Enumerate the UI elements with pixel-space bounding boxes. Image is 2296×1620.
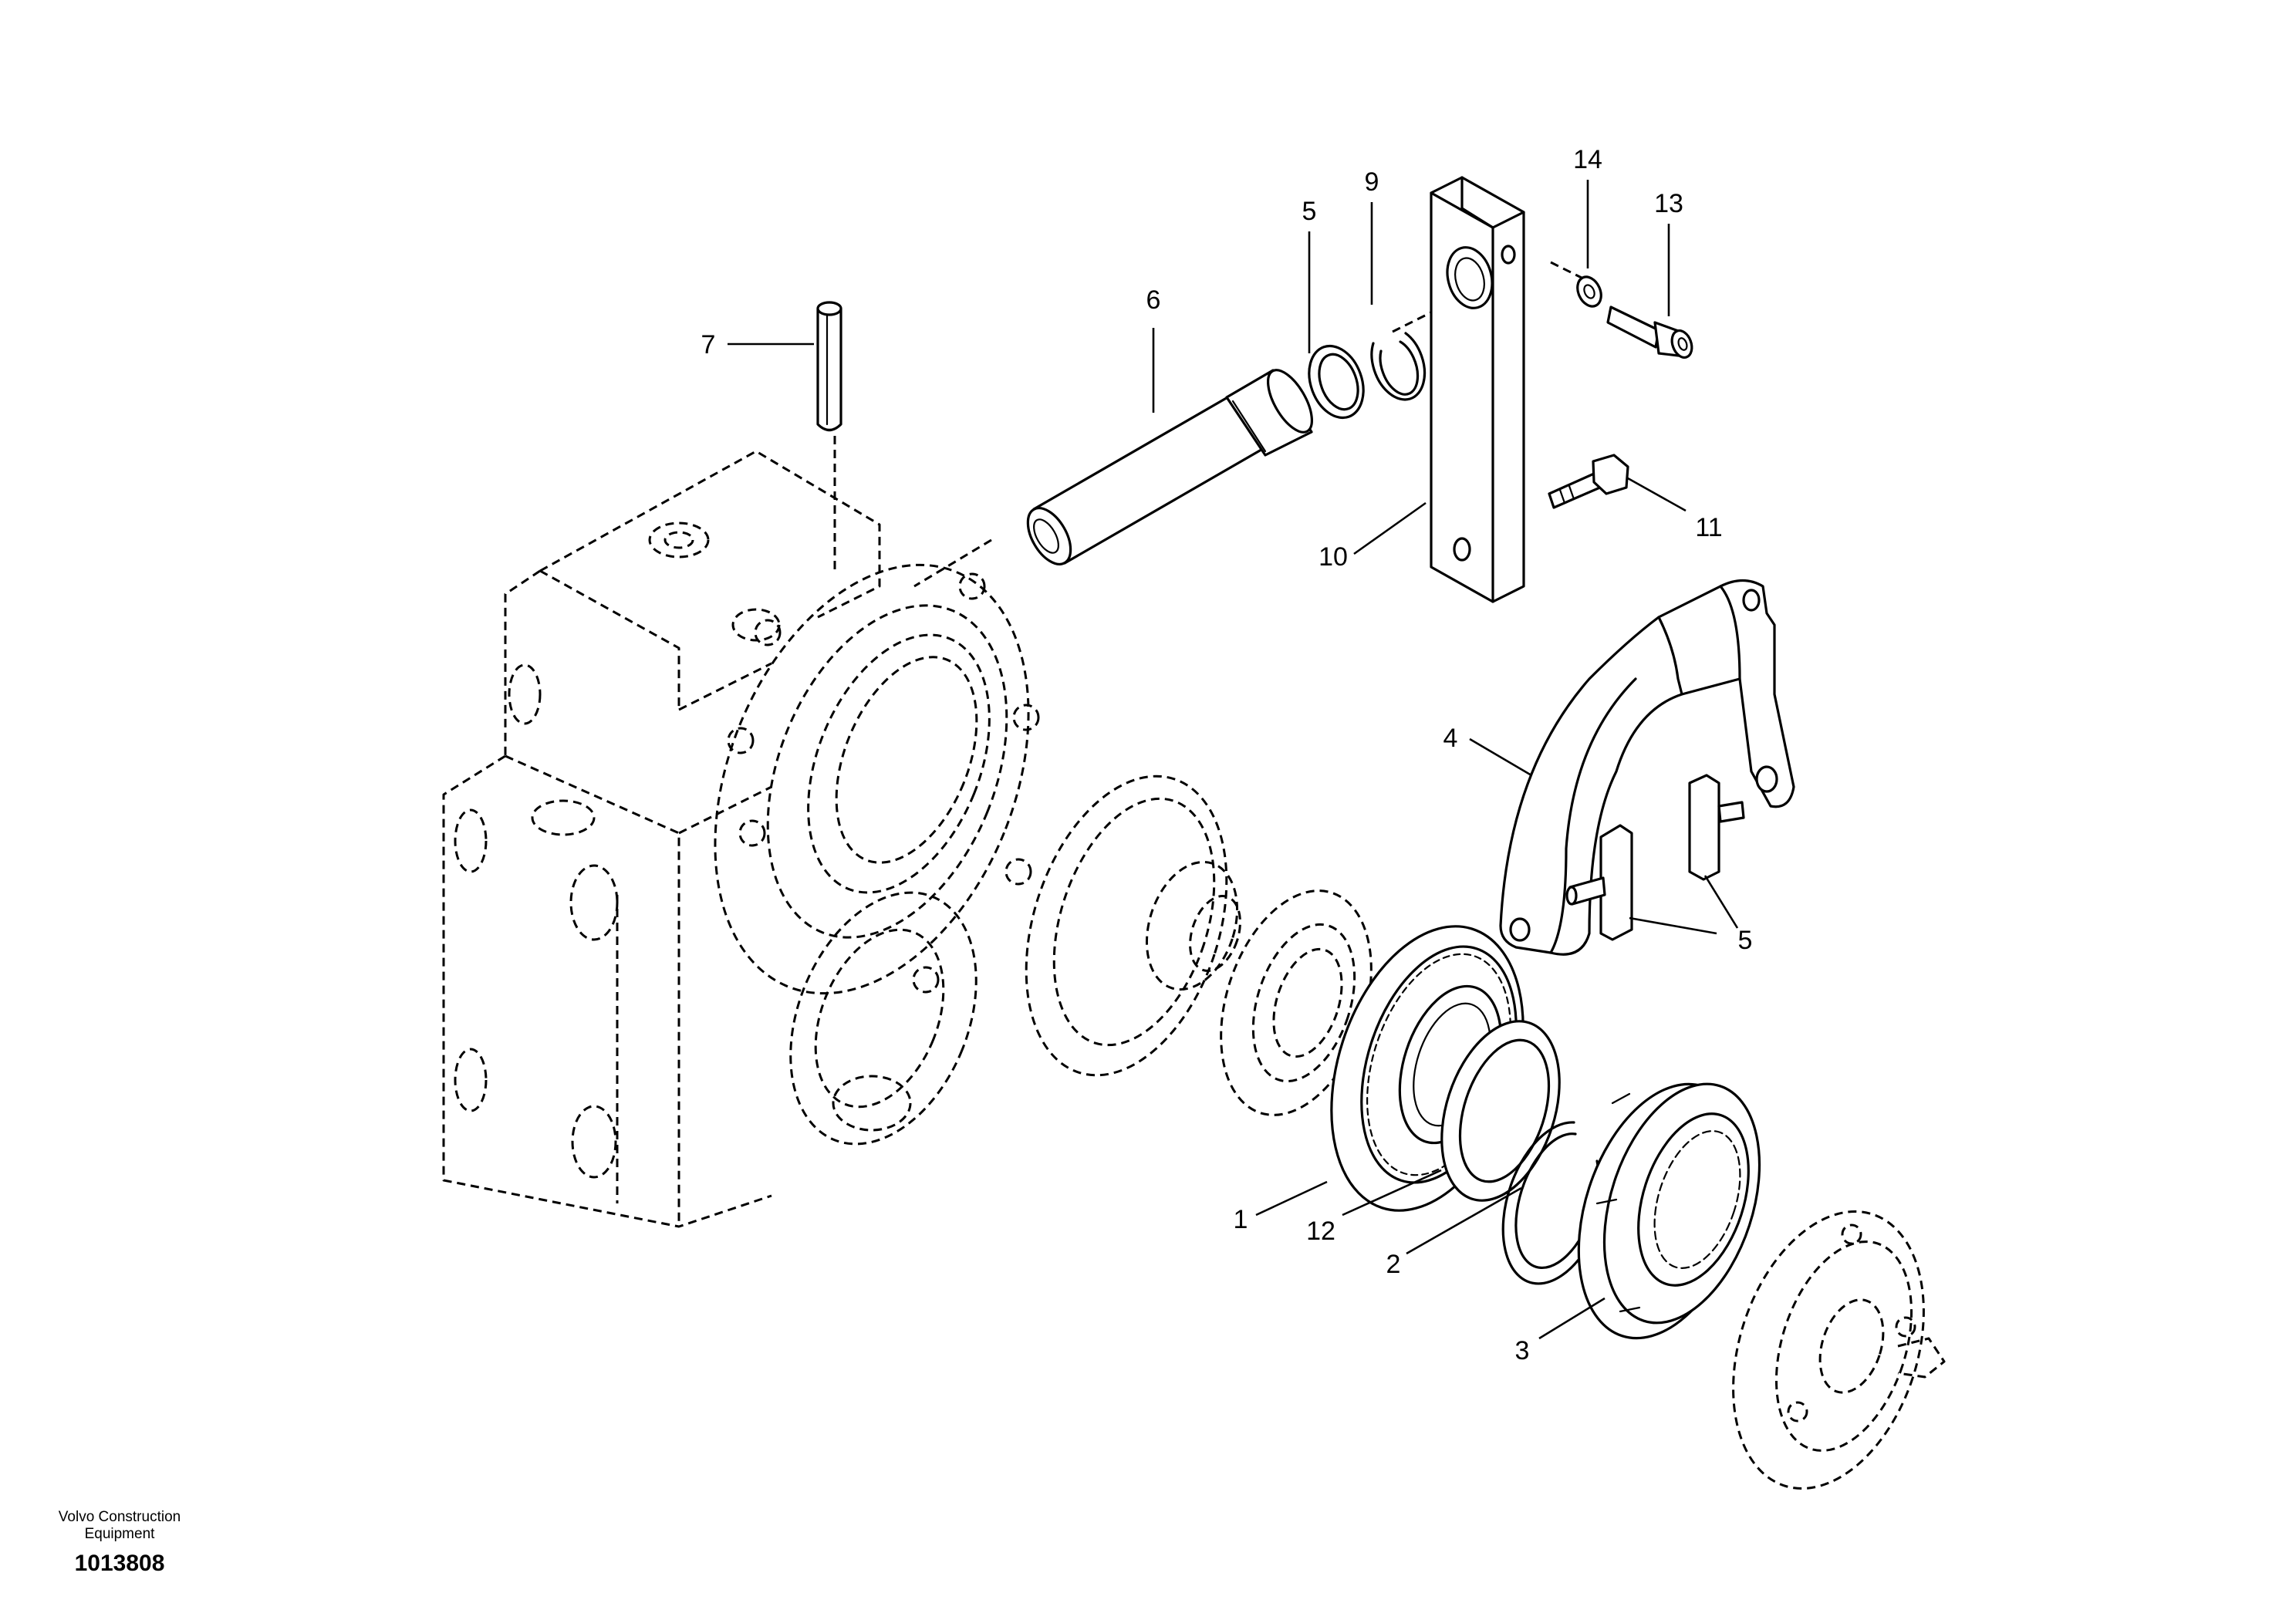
leader-5b xyxy=(1703,875,1739,929)
leader-2 xyxy=(1406,1186,1522,1255)
alignment-line-shaft xyxy=(913,538,992,588)
hex-bolt xyxy=(1548,454,1629,509)
roll-pin xyxy=(816,301,842,432)
shift-shaft xyxy=(1026,369,1313,565)
company-name-line2: Equipment xyxy=(84,1526,155,1542)
illustration-code: 1013808 xyxy=(74,1551,165,1576)
cap-screw xyxy=(1606,305,1693,359)
leader-4 xyxy=(1469,737,1532,777)
end-cover xyxy=(1732,1210,1946,1490)
callout-14: 14 xyxy=(1573,145,1602,174)
callout-10: 10 xyxy=(1319,542,1348,572)
leader-3 xyxy=(1538,1297,1606,1340)
callout-7: 5 xyxy=(1302,197,1317,226)
callout-9: 9 xyxy=(1365,167,1379,197)
callout-12: 12 xyxy=(1306,1217,1335,1246)
callout-2: 2 xyxy=(1386,1250,1401,1279)
leader-10 xyxy=(1353,501,1427,555)
callout-6: 6 xyxy=(1146,285,1161,315)
sliding-sleeve xyxy=(1577,1082,1761,1340)
callout-4: 4 xyxy=(1443,724,1458,753)
leader-5a xyxy=(1629,916,1717,935)
shift-fork xyxy=(1499,579,1795,956)
thrust-ring xyxy=(1440,1020,1561,1202)
callout-8: 7 xyxy=(701,330,716,359)
drive-gear xyxy=(1025,775,1241,1077)
callout-5: 5 xyxy=(1738,926,1753,955)
leader-12 xyxy=(1342,1169,1442,1217)
washer xyxy=(1576,275,1602,308)
callout-3: 3 xyxy=(1515,1336,1530,1365)
company-name-line1: Volvo Construction xyxy=(58,1509,181,1525)
shift-lever-arm xyxy=(1430,176,1525,603)
gearbox-housing xyxy=(442,450,1040,1228)
callout-1: 1 xyxy=(1234,1205,1248,1234)
ring-seal xyxy=(1308,344,1365,420)
callout-labels: 7 6 5 9 14 13 10 11 4 5 1 12 2 3 xyxy=(701,145,1753,1365)
callout-11: 11 xyxy=(1695,513,1722,542)
snap-ring-shaft xyxy=(1370,332,1427,401)
fork-pad-right xyxy=(1688,774,1745,881)
fork-pad-left xyxy=(1565,824,1633,941)
leader-11 xyxy=(1627,477,1687,512)
leader-lines xyxy=(728,180,1739,1340)
callout-13: 13 xyxy=(1654,189,1683,218)
leader-1 xyxy=(1255,1180,1328,1217)
